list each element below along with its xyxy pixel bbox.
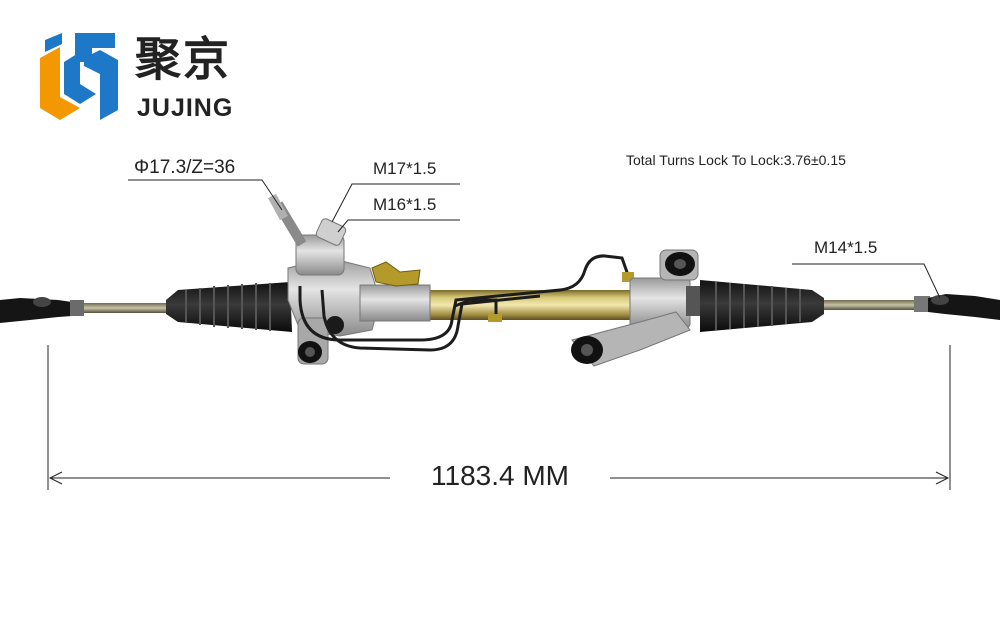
thread-m16-label: M16*1.5 — [373, 195, 437, 214]
left-tie-rod — [84, 303, 166, 313]
gear-spec-label: Φ17.3/Z=36 — [134, 157, 236, 178]
brand-name-chinese: 聚京 — [135, 32, 231, 86]
thread-m17-label: M17*1.5 — [373, 159, 437, 178]
jujing-logo-icon — [40, 33, 118, 120]
bracket — [371, 261, 421, 287]
hydraulic-lines — [298, 254, 630, 352]
brand-name-english: JUJING — [137, 94, 234, 122]
overall-length-label: 1183.4 MM — [431, 460, 569, 491]
left-ball-joint — [33, 297, 51, 307]
length-dimension — [47, 345, 951, 490]
leader-lines — [128, 179, 941, 299]
thread-m14-label: M14*1.5 — [814, 238, 878, 257]
pinion-valve-housing — [287, 234, 431, 365]
left-tie-rod-end — [0, 298, 72, 323]
pinion-shaft — [268, 193, 347, 247]
right-tie-rod — [824, 300, 916, 310]
rack-housing-tube — [370, 290, 640, 320]
right-bellows-boot — [700, 280, 824, 332]
left-bellows-boot — [166, 282, 292, 332]
right-housing — [571, 249, 700, 367]
total-turns-label: Total Turns Lock To Lock:3.76±0.15 — [626, 152, 846, 168]
